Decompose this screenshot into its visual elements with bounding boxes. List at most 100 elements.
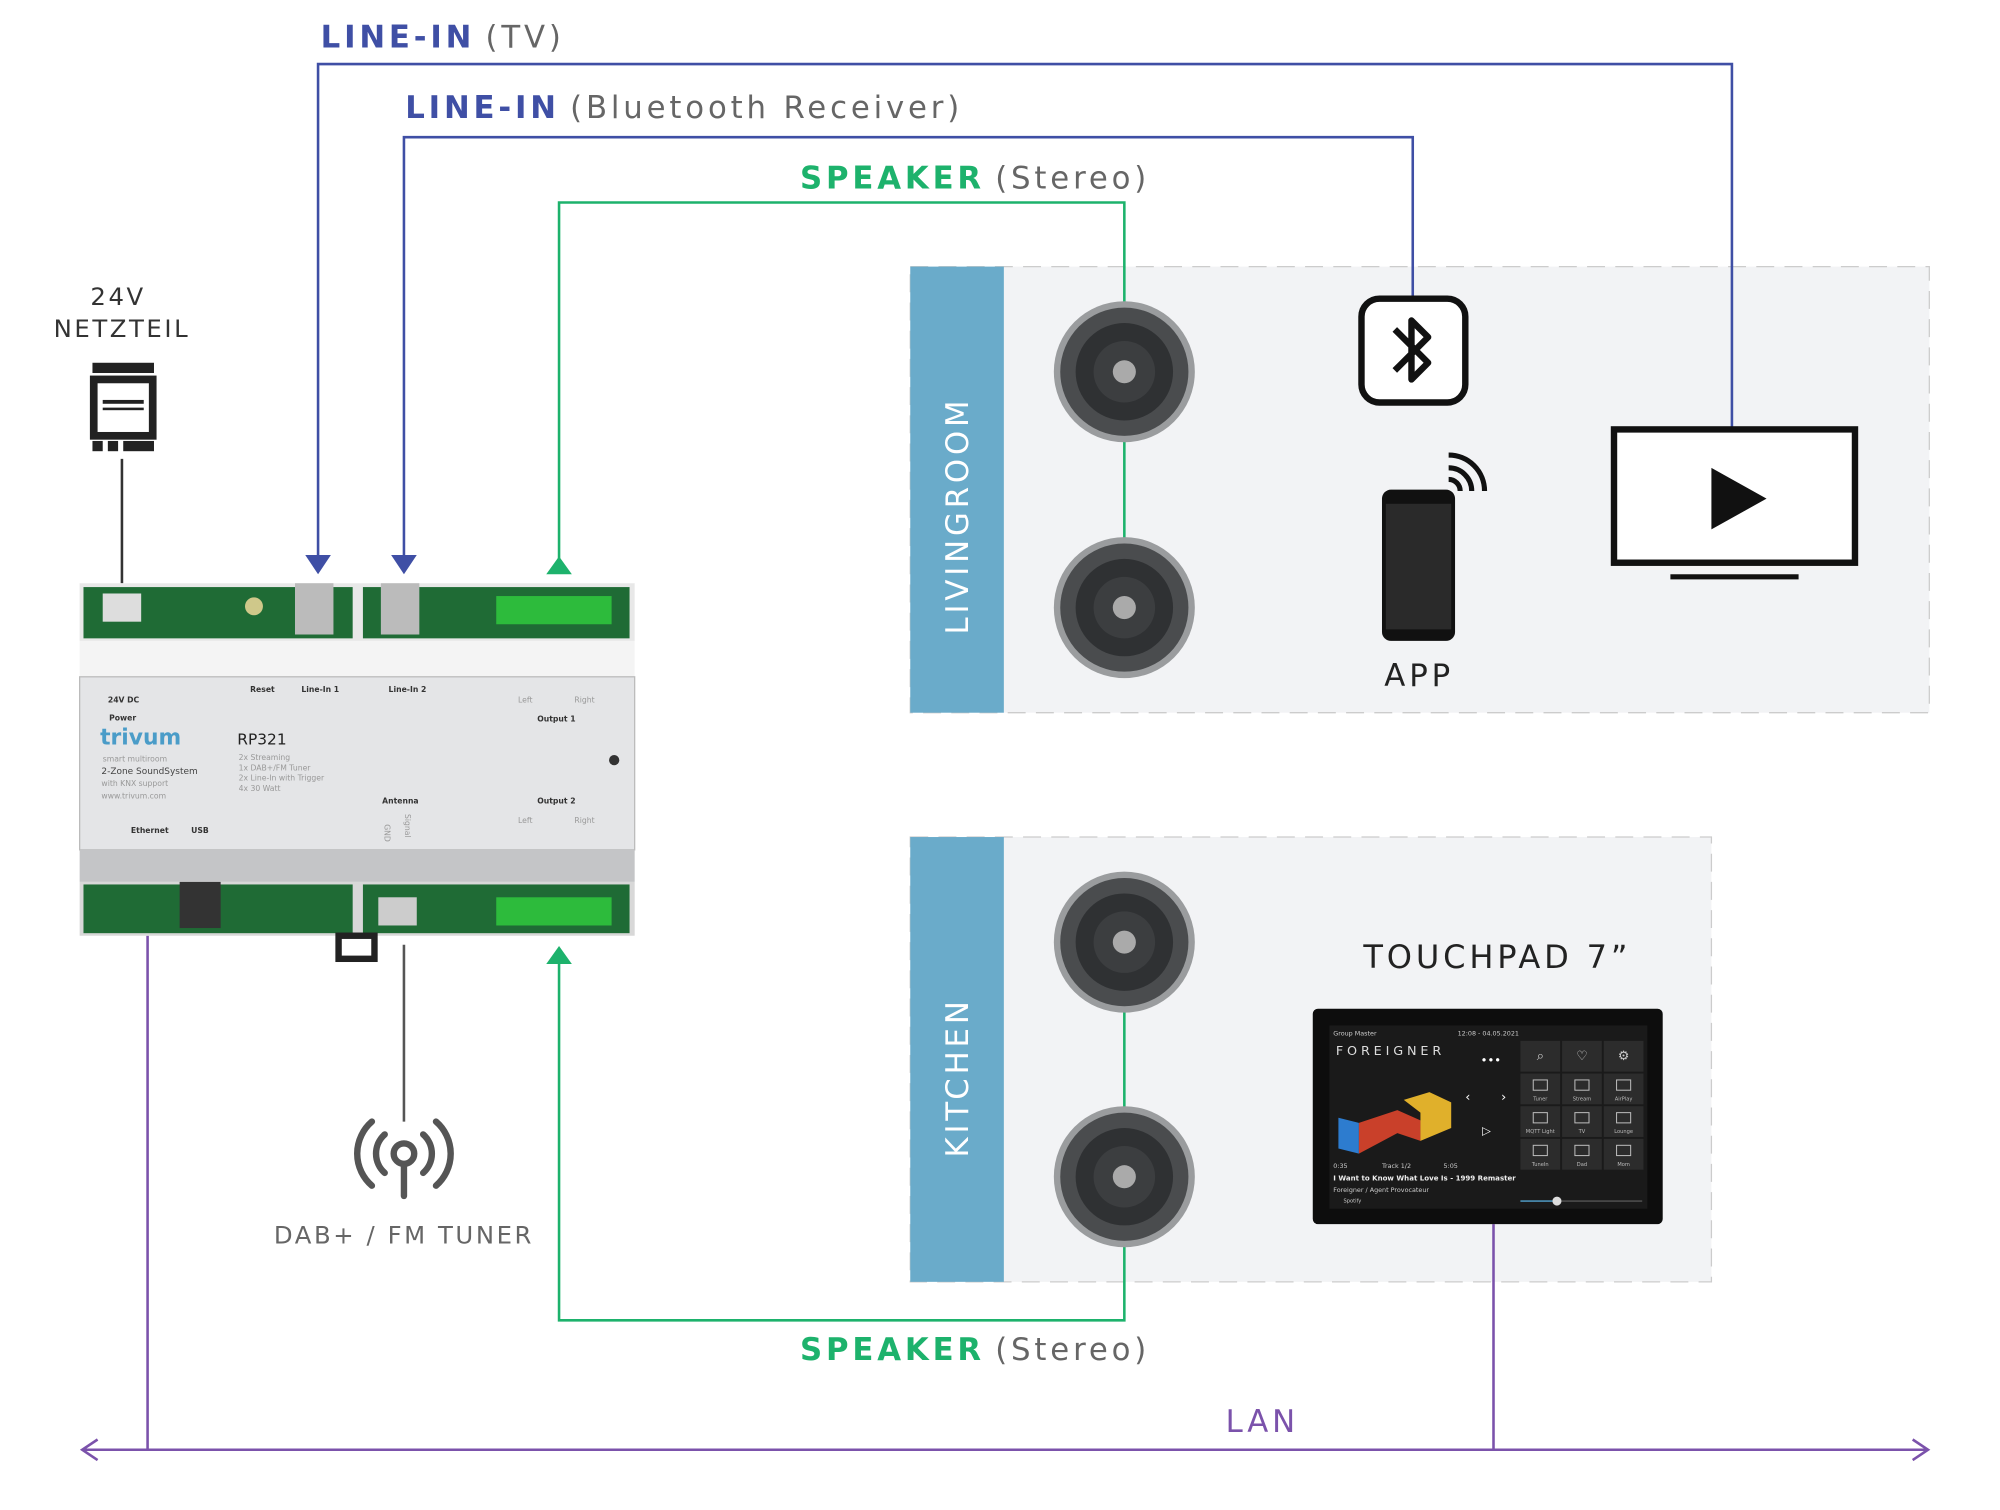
tile-label: Stream — [1573, 1096, 1592, 1102]
tile-background — [1603, 1106, 1644, 1137]
tile-background — [1520, 1106, 1561, 1137]
tile-label: TuneIn — [1531, 1162, 1549, 1168]
elapsed-time: 0:35 — [1333, 1162, 1347, 1170]
device-description-2: with KNX support — [101, 779, 168, 788]
tile-icon — [1532, 1144, 1548, 1157]
brand-subtitle: smart multiroom — [103, 754, 167, 763]
feature-item: 2x Streaming — [239, 753, 291, 762]
tile-label: AirPlay — [1615, 1096, 1633, 1102]
touchpad-tile[interactable]: Stream — [1562, 1073, 1602, 1105]
next-icon[interactable]: › — [1501, 1090, 1506, 1105]
touchpad-tile[interactable]: TV — [1562, 1106, 1602, 1137]
touchpad-tile[interactable]: AirPlay — [1603, 1073, 1644, 1105]
lan-label: LAN — [1226, 1404, 1299, 1440]
port-dc-label: 24V DC — [108, 695, 140, 704]
kitchen-label: KITCHEN — [940, 997, 976, 1157]
port-left-label: Left — [518, 695, 532, 704]
tile-icon — [1574, 1144, 1590, 1157]
lan-arrow-left-icon — [79, 1438, 99, 1462]
arrow-down-icon — [305, 555, 331, 575]
tile-icon — [1532, 1112, 1548, 1124]
tile-icon — [1616, 1079, 1632, 1091]
tile-label: Mom — [1617, 1162, 1630, 1168]
touchpad-tile[interactable]: Lounge — [1603, 1106, 1644, 1137]
touchpad-tile[interactable]: ⌕ — [1520, 1040, 1561, 1072]
track-duration: 5:05 — [1444, 1162, 1458, 1170]
gear-icon: ⚙ — [1618, 1049, 1629, 1064]
album-cover — [1338, 1092, 1452, 1154]
track-subtitle: Foreigner / Agent Provocateur — [1333, 1186, 1429, 1194]
port-output-2-label: Output 2 — [537, 797, 575, 806]
port-power-label: Power — [109, 713, 136, 722]
play-icon[interactable]: ▷ — [1482, 1123, 1491, 1137]
power-supply-icon — [89, 362, 157, 452]
port-antenna-label: Antenna — [382, 797, 418, 806]
touchpad-tile[interactable]: Mom — [1603, 1138, 1644, 1170]
previous-icon[interactable]: ‹ — [1465, 1090, 1470, 1105]
tile-background — [1603, 1073, 1644, 1105]
port-line-in-1-label: Line-In 1 — [301, 685, 339, 694]
port-left-label: Left — [518, 816, 532, 825]
port-reset-label: Reset — [250, 685, 275, 694]
speakers — [1053, 301, 1195, 1248]
volume-slider[interactable] — [1552, 1196, 1562, 1206]
tile-label: TV — [1578, 1129, 1586, 1135]
tuner-label: DAB+ / FM TUNER — [274, 1220, 534, 1249]
tile-background — [1562, 1138, 1602, 1170]
psu-label-2: NETZTEIL — [54, 314, 191, 343]
ceiling-speaker-icon — [1053, 1106, 1195, 1248]
touchpad-device: Group Master 12:08 - 04.05.2021 FOREIGNE… — [1312, 1008, 1663, 1225]
touchpad-tile[interactable]: ♡ — [1562, 1040, 1602, 1072]
more-icon[interactable]: ••• — [1481, 1053, 1501, 1067]
livingroom-label: LIVINGROOM — [940, 397, 976, 635]
port-gnd-label: GND — [383, 824, 392, 842]
line-in-bt-label: LINE-IN(Bluetooth Receiver) — [405, 90, 963, 126]
antenna-icon — [354, 1118, 454, 1200]
app-label: APP — [1384, 658, 1454, 694]
tile-background — [1520, 1138, 1561, 1170]
tile-background — [1562, 1040, 1602, 1072]
tile-label: Dad — [1577, 1162, 1587, 1168]
speaker-bottom-label: SPEAKER(Stereo) — [800, 1332, 1150, 1368]
line-in-tv-label: LINE-IN(TV) — [321, 19, 565, 55]
datetime-label: 12:08 - 04.05.2021 — [1458, 1030, 1519, 1038]
line-in-tv-wire — [316, 62, 1734, 558]
trivum-rp321-device: 24V DC Power Reset Line-In 1 Line-In 2 O… — [79, 583, 636, 963]
ceiling-speaker-icon — [1053, 537, 1195, 679]
ceiling-speaker-icon — [1053, 871, 1195, 1013]
tile-label: Lounge — [1614, 1129, 1633, 1135]
tv-icon — [1610, 426, 1859, 580]
group-label: Group Master — [1333, 1030, 1377, 1038]
arrow-up-icon — [546, 556, 572, 575]
device-url: www.trivum.com — [101, 792, 166, 801]
tile-icon — [1532, 1079, 1548, 1091]
feature-item: 1x DAB+/FM Tuner — [239, 763, 312, 772]
touchpad-tile[interactable]: Tuner — [1520, 1073, 1561, 1105]
touchpad-label: TOUCHPAD 7” — [1362, 938, 1631, 976]
touchpad-tile[interactable]: MQTT Light — [1520, 1106, 1561, 1137]
arrow-up-icon — [546, 945, 572, 964]
port-right-label: Right — [574, 816, 594, 825]
tile-background — [1520, 1040, 1561, 1072]
lan-arrow-right-icon — [1911, 1438, 1931, 1462]
feature-item: 4x 30 Watt — [239, 784, 281, 793]
touchpad-tile[interactable]: Dad — [1562, 1138, 1602, 1170]
tile-label: MQTT Light — [1526, 1129, 1555, 1135]
album-artist-label: FOREIGNER — [1336, 1044, 1445, 1059]
port-right-label: Right — [574, 695, 594, 704]
touchpad-tile[interactable]: ⚙ — [1603, 1040, 1644, 1072]
source-label: Spotify — [1344, 1198, 1362, 1204]
track-title: I Want to Know What Love Is - 1999 Remas… — [1333, 1174, 1516, 1183]
speaker-top-label: SPEAKER(Stereo) — [800, 160, 1150, 196]
touchpad-tile[interactable]: TuneIn — [1520, 1138, 1561, 1170]
tile-icon — [1574, 1112, 1590, 1124]
heart-icon: ♡ — [1576, 1049, 1587, 1064]
trivum-logo: trivum — [100, 726, 181, 751]
arrow-down-icon — [391, 555, 417, 575]
tile-label: Tuner — [1532, 1096, 1548, 1102]
port-line-in-2-label: Line-In 2 — [389, 685, 427, 694]
tile-icon — [1616, 1112, 1632, 1124]
device-description: 2-Zone SoundSystem — [101, 767, 197, 777]
